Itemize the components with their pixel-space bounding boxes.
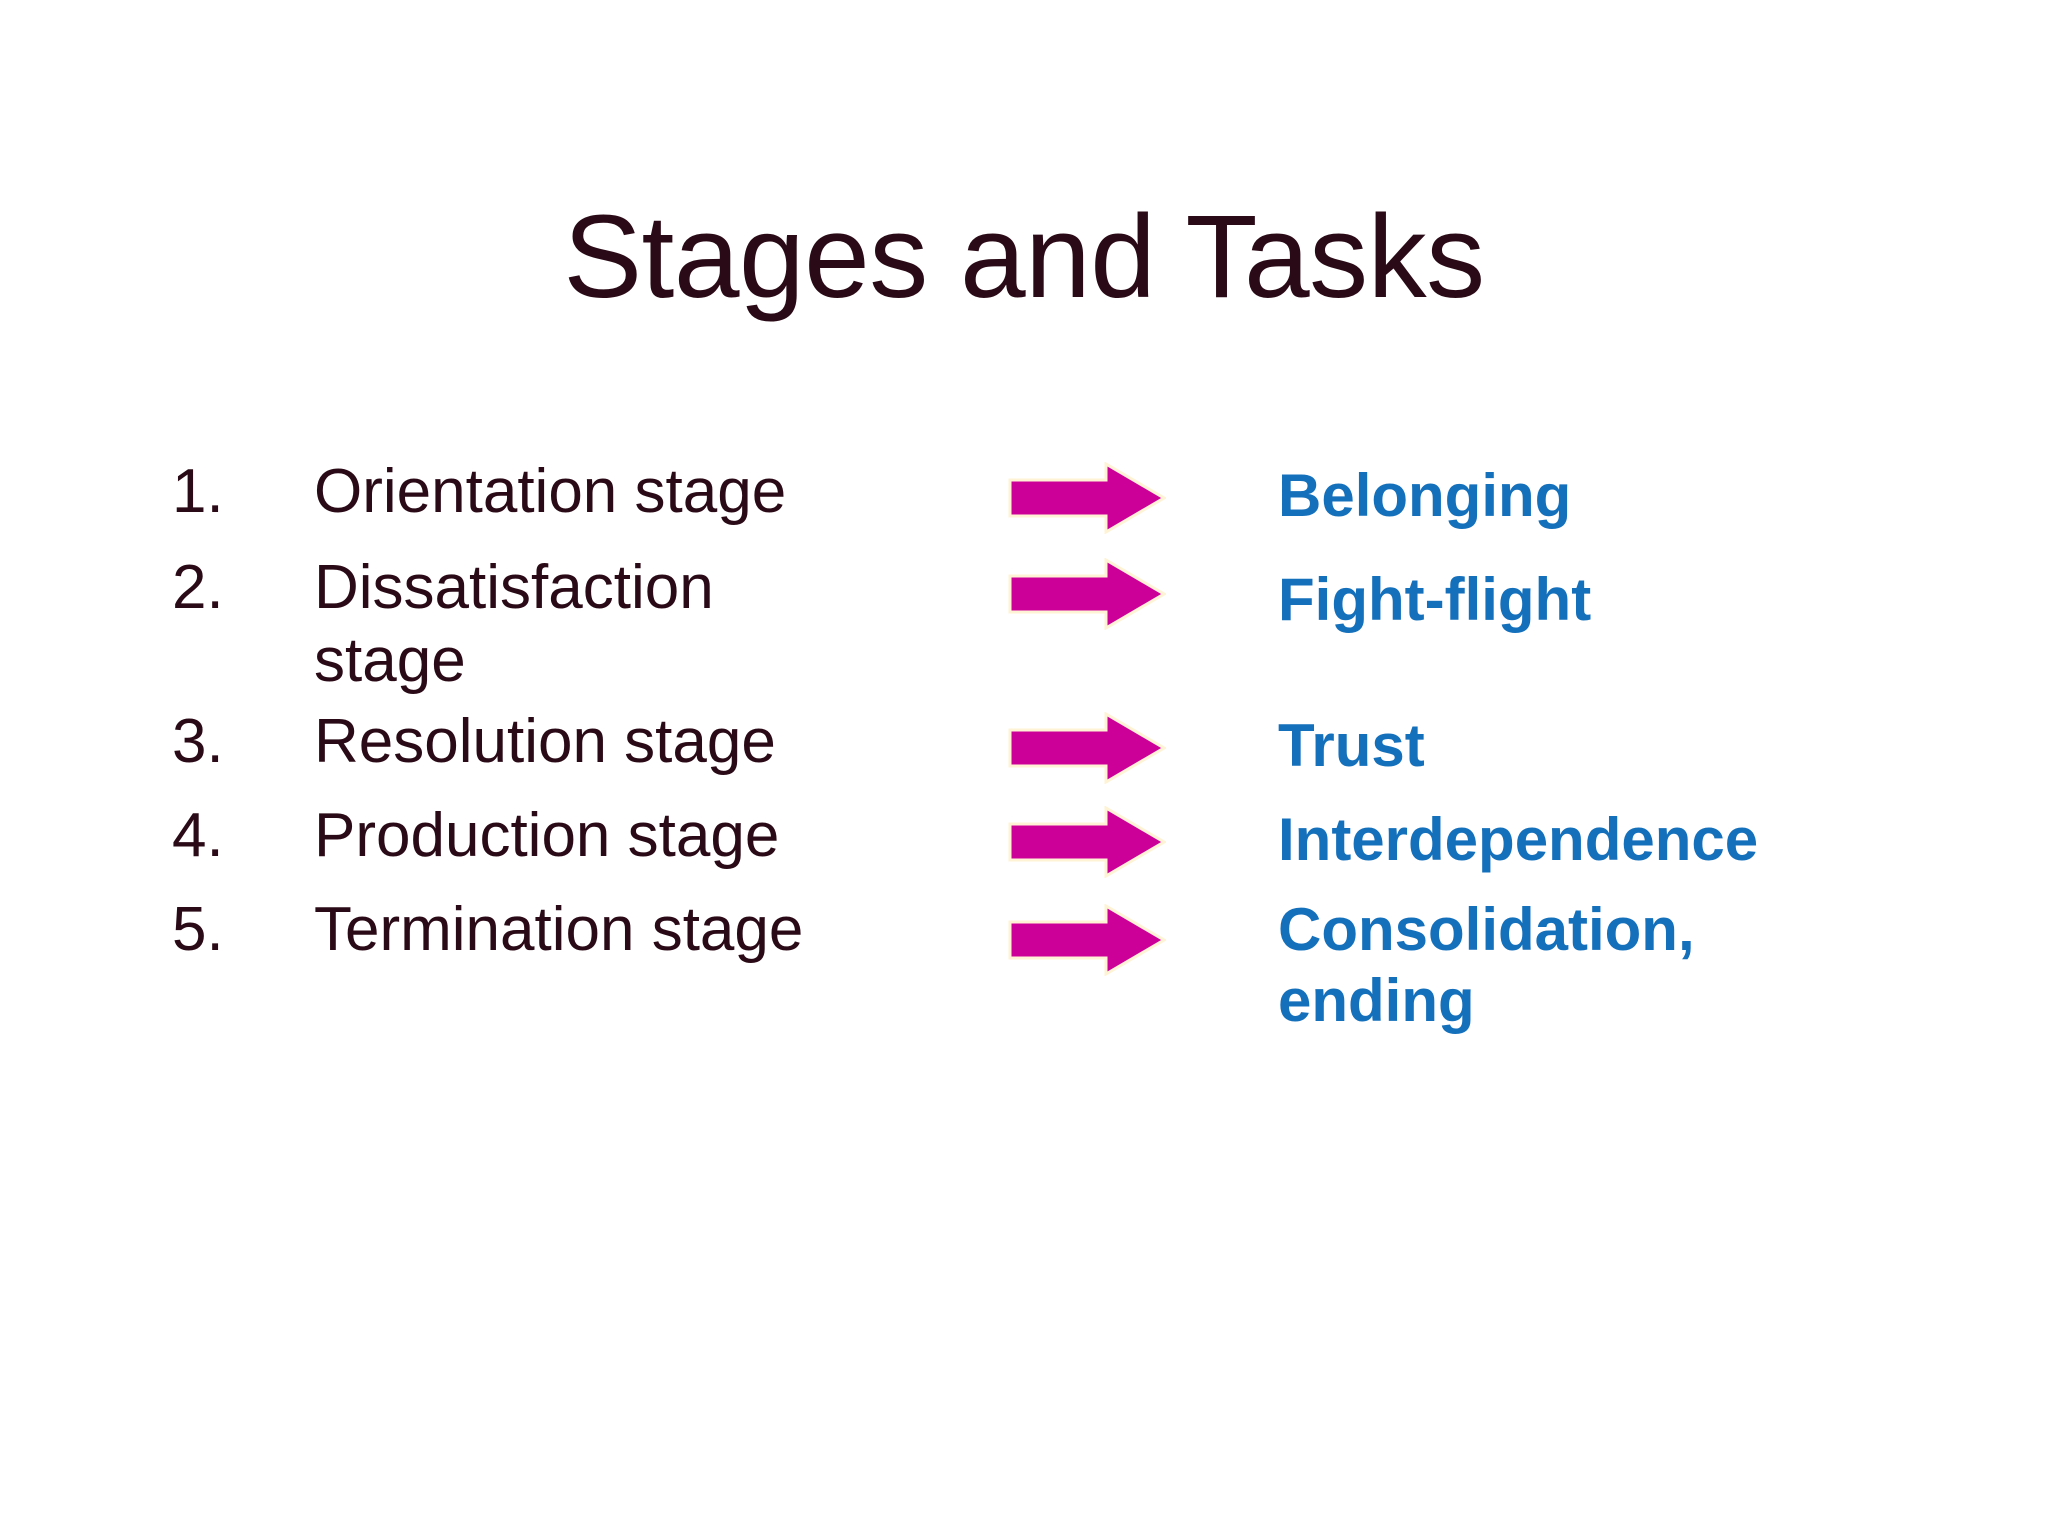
task-label-1: Belonging bbox=[1278, 462, 1572, 529]
right-arrow-icon bbox=[1008, 712, 1166, 784]
task-cell-4: Interdependence bbox=[1278, 805, 2018, 876]
stage-label-5: Termination stage bbox=[314, 895, 804, 964]
task-cell-3: Trust bbox=[1278, 711, 2018, 782]
stage-cell-2: 2. Dissatisfaction stage bbox=[172, 551, 732, 697]
stage-label-4: Production stage bbox=[314, 801, 780, 870]
page-title: Stages and Tasks bbox=[563, 191, 1485, 323]
arrow-cell-5 bbox=[1008, 901, 1178, 979]
list-number-4: 4. bbox=[172, 801, 224, 870]
right-arrow-icon bbox=[1008, 558, 1166, 630]
right-arrow-icon bbox=[1008, 806, 1166, 878]
stage-cell-1: 1. Orientation stage bbox=[172, 455, 962, 528]
arrow-cell-3 bbox=[1008, 709, 1178, 787]
task-label-5-line2: ending bbox=[1278, 966, 1475, 1034]
list-number-5: 5. bbox=[172, 895, 224, 964]
task-label-2: Fight-flight bbox=[1278, 566, 1592, 633]
right-arrow-icon bbox=[1008, 462, 1166, 534]
task-cell-1: Belonging bbox=[1278, 461, 2018, 532]
right-arrow-icon bbox=[1008, 904, 1166, 976]
arrow-cell-1 bbox=[1008, 459, 1178, 537]
stage-label-2: Dissatisfaction stage bbox=[314, 553, 714, 696]
stage-cell-3: 3. Resolution stage bbox=[172, 705, 962, 778]
arrow-cell-2 bbox=[1008, 555, 1178, 633]
list-number-3: 3. bbox=[172, 707, 224, 776]
list-number-2: 2. bbox=[172, 553, 224, 622]
task-cell-2: Fight-flight bbox=[1278, 565, 2018, 636]
task-label-4: Interdependence bbox=[1278, 806, 1759, 873]
stage-cell-5: 5. Termination stage bbox=[172, 893, 962, 966]
stage-cell-4: 4. Production stage bbox=[172, 799, 962, 872]
task-cell-5: Consolidation, ending bbox=[1278, 895, 2018, 1037]
stage-label-1: Orientation stage bbox=[314, 457, 787, 526]
stage-label-3: Resolution stage bbox=[314, 707, 776, 776]
list-number-1: 1. bbox=[172, 457, 224, 526]
task-label-3: Trust bbox=[1278, 712, 1425, 779]
arrow-cell-4 bbox=[1008, 803, 1178, 881]
task-label-5-line1: Consolidation, bbox=[1278, 896, 1695, 963]
